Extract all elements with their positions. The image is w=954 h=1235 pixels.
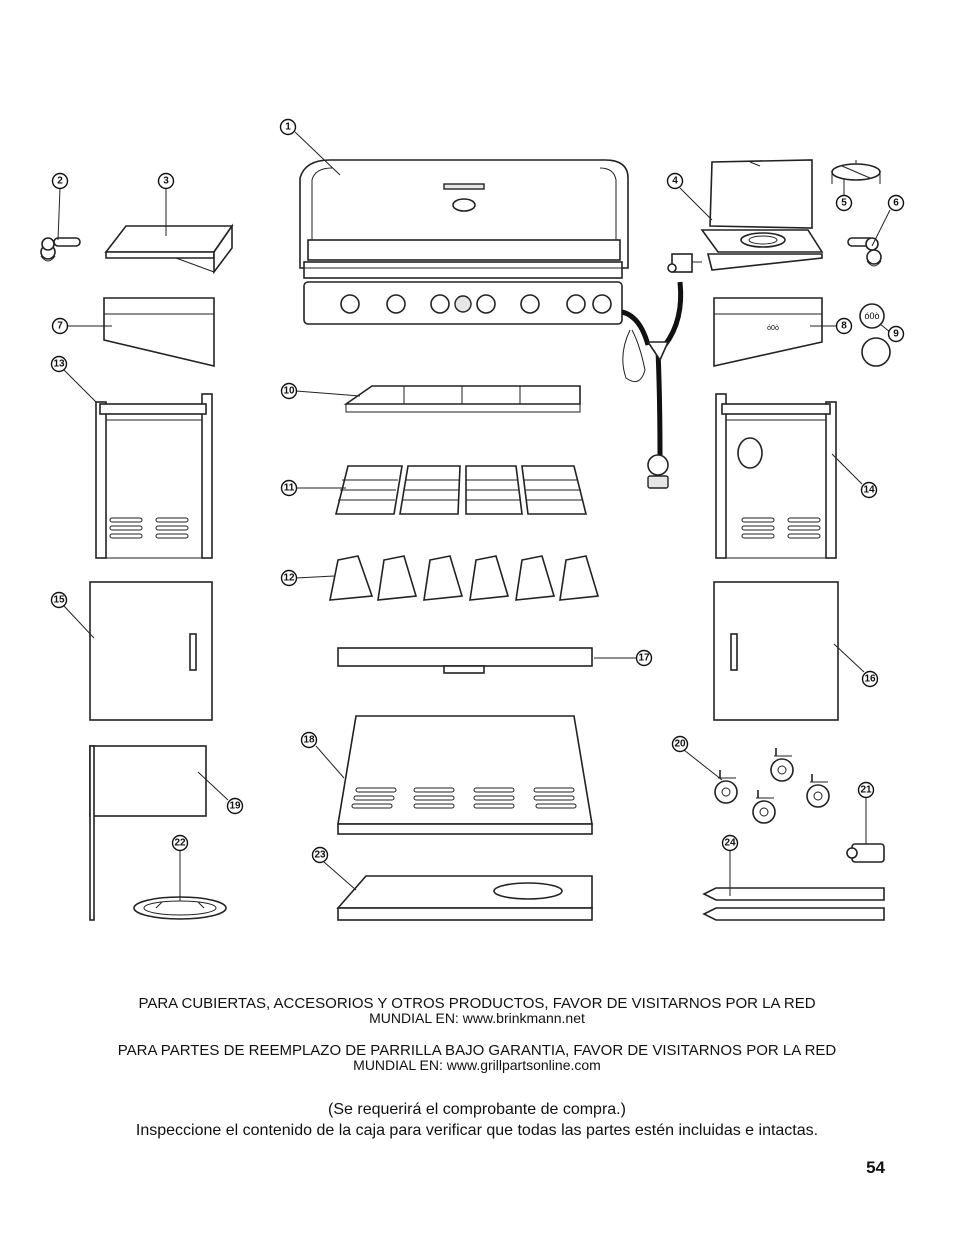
svg-text:7: 7: [57, 321, 63, 332]
valve-part-right: [847, 237, 882, 267]
page-number: 54: [866, 1158, 885, 1177]
svg-text:21: 21: [860, 785, 872, 796]
svg-text:13: 13: [53, 359, 65, 370]
svg-text:ó0ò: ó0ò: [767, 325, 779, 332]
svg-text:16: 16: [864, 674, 876, 685]
svg-text:19: 19: [229, 801, 241, 812]
svg-text:15: 15: [53, 595, 65, 606]
callout-22: 22: [171, 834, 189, 852]
grease-tray-part: [337, 647, 593, 674]
callout-12: 12: [280, 569, 298, 587]
callout-23: 23: [311, 846, 329, 864]
left-side-shelf-part: [104, 223, 234, 275]
svg-text:2: 2: [57, 176, 63, 187]
svg-text:9: 9: [893, 329, 899, 340]
svg-text:14: 14: [863, 485, 875, 496]
svg-text:24: 24: [724, 838, 736, 849]
left-control-panel-part: [103, 297, 215, 368]
callout-18: 18: [300, 731, 318, 749]
callout-21: 21: [857, 781, 875, 799]
svg-text:5: 5: [841, 198, 847, 209]
flame-tamers-part: [329, 555, 600, 601]
bottom-shelf-part: [336, 875, 593, 921]
svg-text:17: 17: [638, 653, 650, 664]
replacement-parts-notice-line1: PARA PARTES DE REEMPLAZO DE PARRILLA BAJ…: [117, 1042, 837, 1059]
svg-text:8: 8: [841, 321, 847, 332]
side-burner-part: [700, 159, 824, 271]
side-burner-grate-part: [831, 160, 881, 184]
replacement-parts-notice: PARA PARTES DE REEMPLAZO DE PARRILLA BAJ…: [0, 1043, 954, 1073]
callout-7: 7: [51, 317, 69, 335]
svg-text:12: 12: [283, 573, 295, 584]
callout-16: 16: [861, 670, 879, 688]
callout-17: 17: [635, 649, 653, 667]
callout-13: 13: [50, 355, 68, 373]
cart-back-panel-part: [337, 715, 593, 835]
callout-8: 8: [835, 317, 853, 335]
tank-panel-part: [89, 745, 207, 921]
right-door-part: [713, 581, 839, 721]
callout-9: 9: [887, 325, 905, 343]
svg-text:3: 3: [163, 176, 169, 187]
gas-hose-part: [621, 253, 702, 489]
accessories-notice-line1: PARA CUBIERTAS, ACCESORIOS Y OTROS PRODU…: [138, 995, 816, 1012]
callout-20: 20: [671, 735, 689, 753]
svg-text:11: 11: [284, 483, 295, 494]
right-cart-side-part: [715, 393, 837, 559]
warming-rack-part: [343, 385, 581, 413]
svg-text:23: 23: [314, 850, 326, 861]
svg-text:1: 1: [285, 122, 291, 133]
callout-2: 2: [51, 172, 69, 190]
right-control-panel-part: ó0ò: [713, 297, 823, 367]
svg-text:4: 4: [672, 176, 678, 187]
callout-3: 3: [157, 172, 175, 190]
callout-4: 4: [666, 172, 684, 190]
callout-6: 6: [887, 194, 905, 212]
igniter-part: [846, 838, 885, 863]
callout-5: 5: [835, 194, 853, 212]
svg-text:22: 22: [174, 838, 186, 849]
callout-19: 19: [226, 797, 244, 815]
accessories-notice-line2: MUNDIAL EN: www.brinkmann.net: [369, 1010, 585, 1026]
accessories-notice: PARA CUBIERTAS, ACCESORIOS Y OTROS PRODU…: [0, 996, 954, 1026]
cooking-grates-part: [334, 465, 588, 515]
valve-part-left: [40, 237, 81, 262]
svg-text:20: 20: [674, 739, 686, 750]
replacement-parts-notice-line2: MUNDIAL EN: www.grillpartsonline.com: [353, 1057, 601, 1073]
svg-text:18: 18: [303, 735, 315, 746]
svg-text:ó0ò: ó0ò: [864, 311, 879, 321]
inspect-note: Inspeccione el contenido de la caja para…: [135, 1122, 819, 1139]
casters-part: [714, 748, 830, 824]
braces-part: [702, 887, 885, 921]
svg-text:10: 10: [283, 386, 295, 397]
leader-lines: [57, 131, 891, 896]
receipt-note: (Se requerirá el comprobante de compra.): [328, 1101, 626, 1118]
left-door-part: [89, 581, 213, 721]
callout-11: 11: [280, 479, 298, 497]
callout-10: 10: [280, 382, 298, 400]
knob-part: ó0ò: [859, 303, 891, 367]
parts-diagram: ó0ò ó0ò: [40, 118, 905, 921]
callout-14: 14: [860, 481, 878, 499]
callout-24: 24: [721, 834, 739, 852]
callout-1: 1: [279, 118, 297, 136]
tank-ring-part: [133, 896, 227, 920]
left-cart-side-part: [95, 393, 213, 559]
grill-head-part: [299, 159, 629, 325]
callout-15: 15: [50, 591, 68, 609]
svg-text:6: 6: [893, 198, 899, 209]
